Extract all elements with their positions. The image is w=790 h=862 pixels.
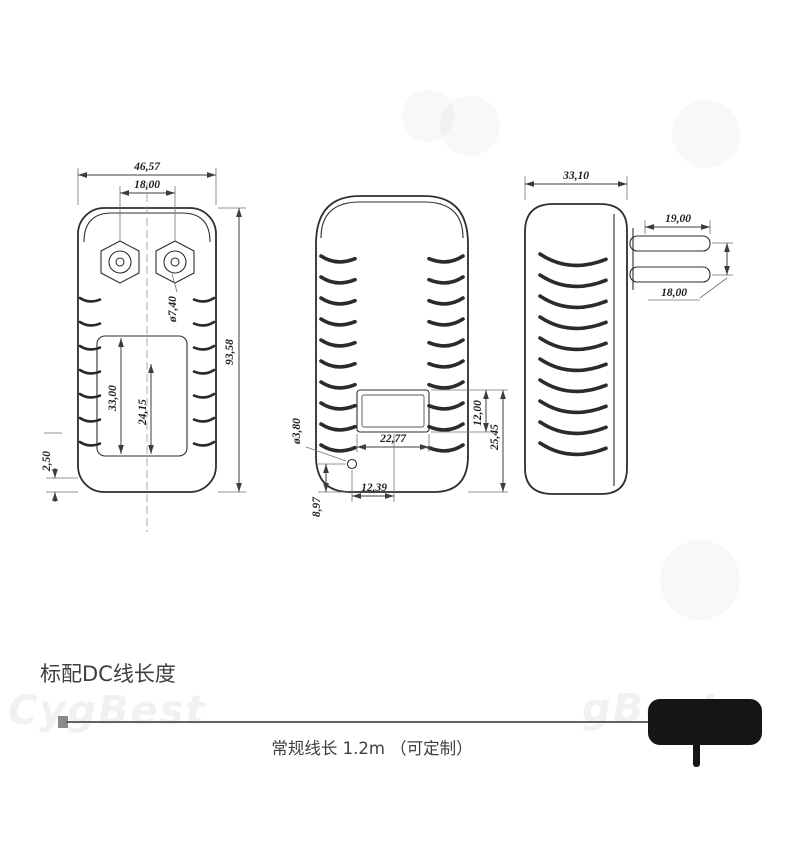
dim-side-pin-gap: 18,00 — [661, 287, 687, 299]
dim-back-hole-x: 12,39 — [361, 482, 387, 494]
back-vents-right — [427, 254, 465, 453]
front-vents-left — [78, 296, 102, 447]
cable-illustration: 常规线长 1.2m （可定制） — [58, 699, 762, 767]
back-label-outer — [356, 389, 430, 433]
dim-front-pin-diameter: ø7,40 — [167, 296, 179, 323]
side-dimensions: 33,10 19,00 18,00 — [524, 170, 733, 301]
dim-side-depth: 33,10 — [562, 170, 589, 182]
dim-front-height: 93,58 — [224, 339, 236, 365]
dim-front-inner-b: 24,15 — [137, 399, 149, 426]
dim-back-hole-y: 8,97 — [311, 496, 323, 517]
technical-drawing: 46,57 18,00 93,58 ø7,40 33,00 24,15 — [41, 90, 740, 620]
back-label-inner — [361, 394, 425, 428]
side-view: 33,10 19,00 18,00 — [524, 170, 733, 495]
section-title: 标配DC线长度 — [40, 662, 176, 686]
dim-front-width: 46,57 — [133, 161, 161, 173]
dim-front-pin-spacing: 18,00 — [134, 179, 160, 191]
front-vents-right — [192, 296, 216, 447]
dc-connector — [648, 699, 762, 767]
watermark-blobs — [402, 90, 740, 620]
back-hole — [346, 458, 358, 470]
dim-back-label-width: 22,77 — [379, 433, 407, 445]
dim-side-pin-length: 19,00 — [665, 213, 691, 225]
cable-length-note: 常规线长 1.2m （可定制） — [271, 739, 472, 758]
dim-back-hole-dia: ø3,80 — [291, 418, 303, 445]
back-vents-left — [319, 254, 357, 453]
dim-front-inner-a: 33,00 — [107, 385, 119, 412]
cable-left-terminal — [58, 716, 68, 728]
back-view: ø3,80 22,77 12,00 25,45 12,39 — [291, 195, 508, 517]
pin-holes — [100, 240, 195, 284]
side-vents — [538, 252, 608, 457]
dim-back-label-height: 12,00 — [472, 400, 484, 426]
front-view: 46,57 18,00 93,58 ø7,40 33,00 24,15 — [41, 161, 246, 532]
dim-front-bottom: 2,50 — [41, 451, 53, 472]
front-dimensions: 46,57 18,00 93,58 ø7,40 33,00 24,15 — [41, 161, 246, 502]
dim-back-label-offset: 25,45 — [489, 424, 501, 451]
back-dimensions: ø3,80 22,77 12,00 25,45 12,39 — [291, 389, 508, 517]
plug-pins — [629, 228, 711, 290]
